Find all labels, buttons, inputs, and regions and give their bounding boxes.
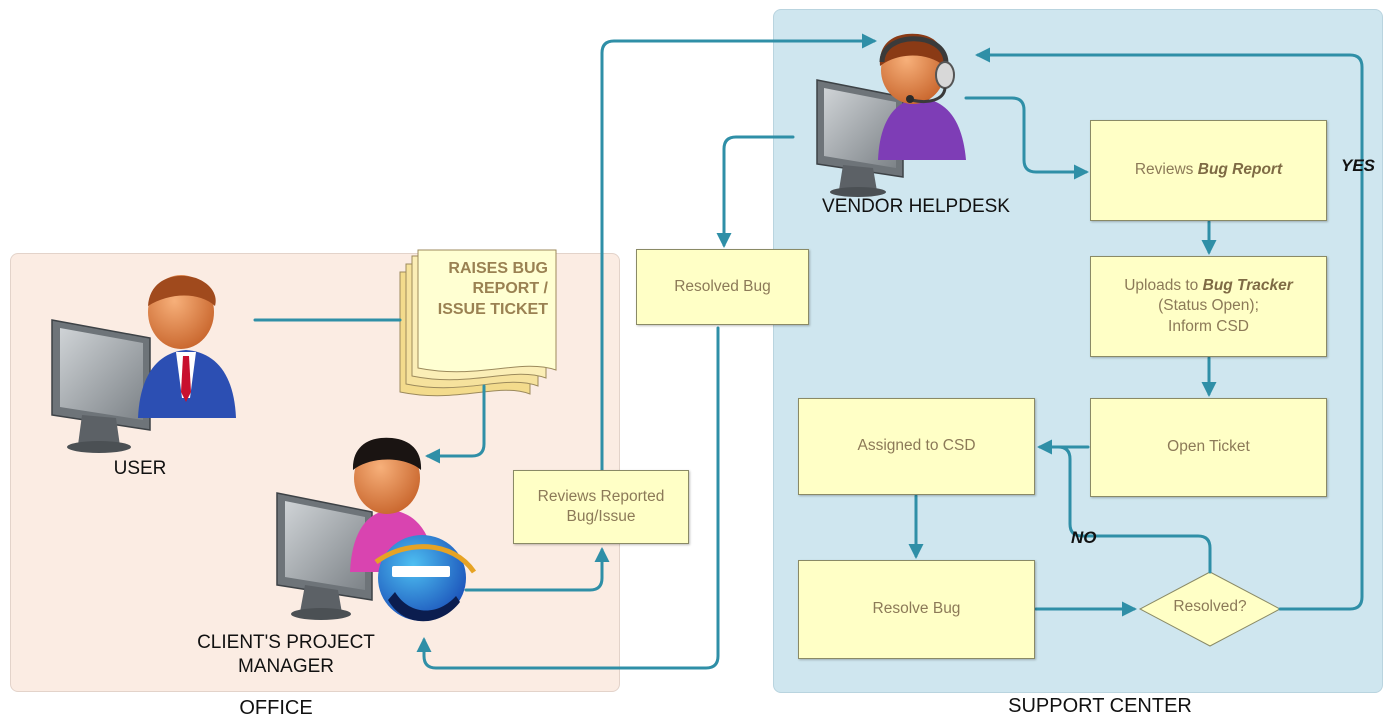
connector-review-to-helpdesk: [600, 33, 877, 474]
connector-resolved-to-manager: [416, 326, 720, 670]
helpdesk-person-icon: [878, 33, 966, 160]
reviews-prefix: Reviews: [1134, 161, 1198, 179]
user-computer-icon: [51, 319, 151, 453]
headset-icon: [879, 36, 955, 103]
decision-diamond: [1138, 571, 1282, 647]
uploads-line3: Inform CSD: [1168, 317, 1249, 335]
document-line-1: RAISES BUG: [448, 260, 548, 277]
document-line-3: ISSUE TICKET: [437, 300, 548, 318]
manager-label-line2: MANAGER: [237, 656, 335, 677]
manager-computer-icon: [276, 492, 373, 620]
reviews-emphasis: Bug Report: [1197, 161, 1283, 179]
manager-label-line1: CLIENT'S PROJECT: [197, 632, 375, 653]
resolve-bug-box: Resolve Bug: [798, 560, 1035, 659]
reviews-reported-bug-box: Reviews Reported Bug/Issue: [513, 470, 689, 544]
resolved-bug-box: Resolved Bug: [636, 249, 809, 325]
decision-label: Resolved?: [1173, 598, 1247, 615]
office-zone-label: OFFICE: [239, 697, 313, 719]
document-stack-icon: [399, 249, 557, 397]
yes-branch-label: YES: [1341, 156, 1376, 175]
connector-helpdesk-to-resolved: [716, 135, 795, 248]
no-branch-label: NO: [1071, 528, 1097, 547]
helpdesk-computer-icon: [816, 79, 904, 197]
open-ticket-box: Open Ticket: [1090, 398, 1327, 497]
assigned-to-csd-label: Assigned to CSD: [857, 437, 976, 455]
helpdesk-label: VENDOR HELPDESK: [822, 196, 1010, 217]
connector-manager-to-review: [464, 547, 610, 592]
user-label: USER: [113, 458, 167, 479]
browser-e-logo-icon: [374, 535, 477, 622]
document-line-2: REPORT /: [472, 280, 548, 298]
reviews-bug-report-box: Reviews Bug Report: [1090, 120, 1327, 221]
user-person-icon: [138, 275, 236, 418]
resolved-bug-label: Resolved Bug: [674, 277, 771, 295]
reviews-reported-line1: Reviews Reported: [537, 487, 665, 505]
upload-bug-tracker-box: Uploads to Bug Tracker (Status Open); In…: [1090, 256, 1327, 357]
connector-helpdesk-to-reviews: [964, 96, 1089, 180]
uploads-emphasis: Bug Tracker: [1202, 276, 1293, 294]
reviews-reported-line2: Bug/Issue: [566, 508, 636, 525]
support-center-zone-label: SUPPORT CENTER: [1008, 695, 1192, 717]
resolve-bug-label: Resolve Bug: [872, 600, 961, 618]
connector-ticket-to-manager: [425, 384, 486, 464]
connector-decision-no: [1040, 445, 1212, 574]
assigned-to-csd-box: Assigned to CSD: [798, 398, 1035, 495]
uploads-line2: (Status Open);: [1158, 297, 1259, 315]
bug-report-document-text: RAISES BUG REPORT / ISSUE TICKET: [410, 259, 548, 320]
connector-decision-yes: [975, 47, 1364, 611]
open-ticket-label: Open Ticket: [1167, 438, 1250, 456]
uploads-prefix: Uploads to: [1124, 276, 1203, 294]
